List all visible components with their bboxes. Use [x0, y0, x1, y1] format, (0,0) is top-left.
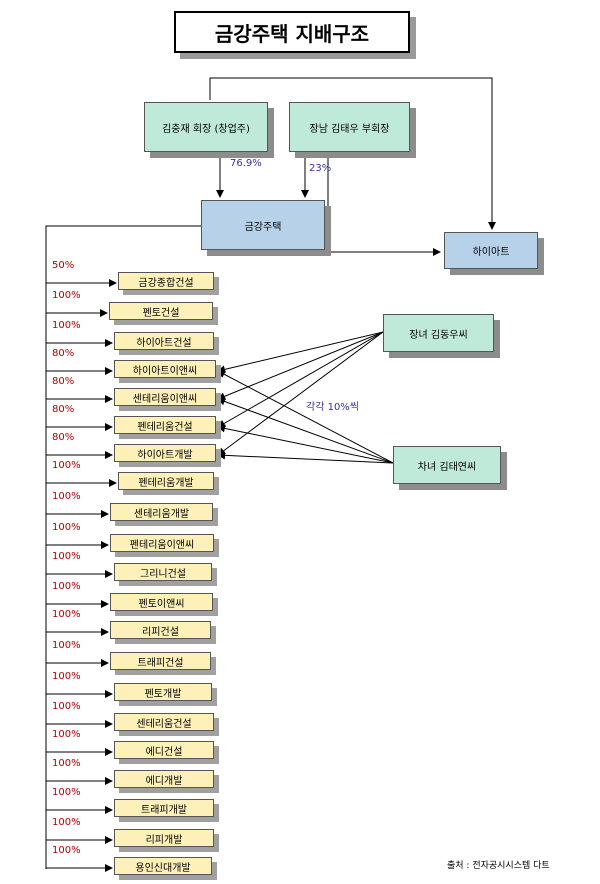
subsidiary-name: 리피건설 [142, 626, 179, 638]
founder-stake-label: 76.9% [230, 158, 262, 169]
hiart-box: 하이아트 [444, 232, 538, 269]
subsidiary-box: 하이아트이앤씨 [114, 360, 216, 378]
subsidiary-pct: 80% [52, 376, 75, 387]
source-note: 출처 : 전자공시시스템 다트 [447, 861, 550, 871]
subsidiary-box: 펜토이앤씨 [110, 593, 213, 611]
subsidiary-pct: 100% [52, 640, 81, 651]
subsidiary-box: 에디개발 [114, 770, 214, 788]
subsidiary-pct: 100% [52, 581, 81, 592]
subsidiary-name: 트래피건설 [137, 657, 184, 669]
subsidiary-pct: 80% [52, 432, 75, 443]
subsidiary-pct: 50% [52, 260, 75, 271]
page-title: 금강주택 지배구조 [174, 11, 410, 53]
subsidiary-name: 에디건설 [145, 746, 183, 758]
subsidiary-pct: 100% [52, 729, 81, 740]
subsidiary-box: 그리니건설 [114, 563, 212, 581]
daughter-stake-line [217, 331, 384, 374]
son-label: 장남 김태우 부회장 [309, 123, 390, 135]
subsidiary-box: 트래피개발 [114, 799, 214, 817]
subsidiary-name: 센테리움이앤씨 [132, 393, 198, 405]
subsidiary-box: 리피건설 [110, 621, 211, 639]
subsidiary-box: 트래피건설 [110, 652, 211, 670]
subsidiary-pct: 100% [52, 817, 81, 828]
daughter2-box: 차녀 김태연씨 [393, 446, 501, 484]
subsidiary-box: 금강종합건설 [118, 272, 214, 290]
daughters-stake-label: 각각 10%씩 [306, 402, 360, 413]
subsidiary-name: 펜토개발 [144, 688, 182, 700]
daughter-stake-line [217, 331, 384, 428]
subsidiary-name: 하이아트이앤씨 [132, 365, 198, 377]
subsidiary-pct: 100% [52, 460, 81, 471]
subsidiary-name: 하이아트건설 [136, 337, 192, 349]
daughter-lines [217, 331, 394, 464]
subsidiary-box: 하이아트개발 [114, 444, 216, 462]
edge-founder-hiart [209, 77, 496, 230]
hiart-label: 하이아트 [472, 247, 510, 258]
daughter2-label: 차녀 김태연씨 [417, 461, 477, 473]
subsidiary-pct: 100% [52, 845, 81, 856]
subsidiary-pct: 100% [52, 290, 81, 301]
subsidiary-name: 펜테리움개발 [138, 477, 194, 489]
daughter-stake-line [217, 331, 384, 456]
subsidiary-box: 펜토건설 [109, 302, 213, 320]
subsidiary-name: 에디개발 [145, 775, 183, 787]
subsidiary-box: 펜테리움건설 [114, 416, 216, 434]
subsidiary-name: 트래피개발 [141, 804, 187, 816]
subsidiary-pct: 100% [52, 671, 81, 682]
subsidiary-pct: 100% [52, 701, 81, 712]
subsidiary-name: 펜토건설 [142, 307, 180, 319]
subsidiary-pct: 100% [52, 758, 81, 769]
subsidiary-box: 펜토개발 [114, 683, 212, 701]
subsidiary-name: 펜토이앤씨 [138, 598, 185, 610]
daughter-stake-line [217, 331, 384, 401]
subsidiary-box: 펜테리움개발 [118, 472, 214, 490]
daughter-stake-line [217, 424, 394, 464]
subsidiary-box: 센테리움건설 [114, 713, 214, 731]
subsidiary-name: 센테리움건설 [136, 718, 192, 730]
daughter-stake-line [217, 370, 394, 464]
subsidiary-pct: 80% [52, 404, 75, 415]
subsidiary-name: 그리니건설 [140, 568, 186, 580]
subsidiary-name: 용인신대개발 [135, 862, 191, 874]
son-box: 장남 김태우 부회장 [289, 102, 410, 152]
edge-main-trunk [45, 225, 201, 869]
subsidiary-box: 에디건설 [114, 741, 214, 759]
founder-label: 김충재 회장 (창업주) [162, 123, 250, 135]
daughter-stake-line [217, 451, 394, 464]
subsidiary-box: 펜테리움이앤씨 [110, 534, 214, 552]
subsidiary-name: 펜테리움이앤씨 [129, 539, 195, 551]
subsidiary-name: 하이아트개발 [137, 449, 193, 461]
subsidiary-box: 용인신대개발 [114, 857, 212, 875]
subsidiary-pct: 100% [52, 787, 81, 798]
subsidiary-pct: 100% [52, 551, 81, 562]
daughter1-label: 장녀 김동우씨 [409, 329, 468, 341]
son-stake-label: 23% [309, 163, 332, 174]
subsidiary-name: 센테리움개발 [133, 508, 190, 520]
edge-son-hiart [327, 152, 441, 256]
main-company-label: 금강주택 [244, 221, 282, 233]
subsidiary-pct: 100% [52, 320, 81, 331]
subsidiary-name: 금강종합건설 [138, 277, 194, 289]
subsidiary-box: 센테리움개발 [110, 503, 213, 521]
subsidiary-name: 리피개발 [145, 834, 183, 846]
subsidiary-box: 센테리움이앤씨 [114, 388, 216, 406]
daughter-stake-line [217, 397, 394, 464]
subsidiary-name: 펜테리움건설 [137, 421, 193, 433]
subsidiary-pct: 100% [52, 609, 81, 620]
subsidiary-arrows [46, 279, 117, 872]
subsidiary-pct: 80% [52, 348, 75, 359]
main-company-box: 금강주택 [201, 200, 325, 250]
daughter1-box: 장녀 김동우씨 [383, 314, 494, 352]
subsidiary-box: 하이아트건설 [114, 332, 214, 350]
subsidiary-box: 리피개발 [114, 829, 214, 847]
founder-box: 김충재 회장 (창업주) [144, 102, 268, 152]
subsidiary-pct: 100% [52, 491, 81, 502]
subsidiary-pct: 100% [52, 522, 81, 533]
